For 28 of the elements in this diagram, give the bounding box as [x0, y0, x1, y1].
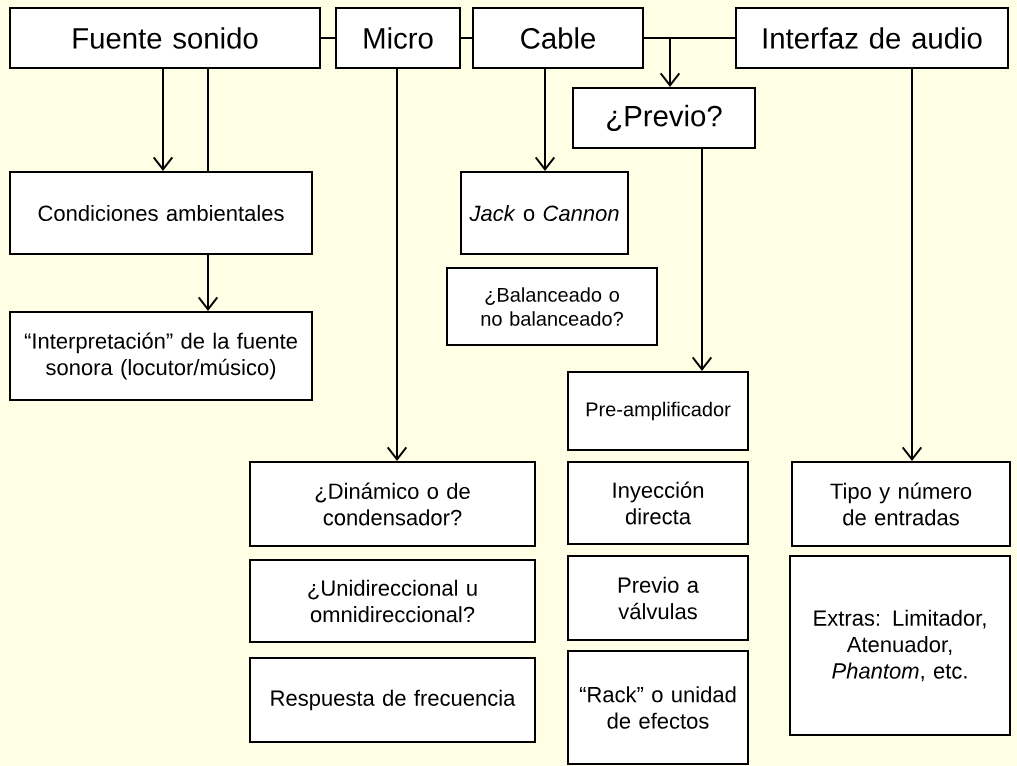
arrow: [386, 68, 408, 461]
process-box: Fuente sonido: [9, 7, 321, 69]
process-box: Jack o Cannon: [460, 171, 629, 255]
arrow: [691, 148, 713, 371]
question-box: ¿Unidireccional u omnidireccional?: [249, 559, 536, 643]
process-box: Interfaz de audio: [735, 7, 1009, 69]
question-box: ¿Dinámico o de condensador?: [249, 461, 536, 547]
arrow: [643, 37, 681, 87]
question-box: ¿Balanceado o no balanceado?: [446, 267, 658, 346]
process-box: Respuesta de frecuencia: [249, 657, 536, 743]
process-box: Cable: [472, 7, 644, 69]
connector-line: [207, 68, 209, 172]
process-box: “Rack” o unidad de efectos: [567, 650, 749, 765]
arrow: [534, 68, 556, 171]
arrow: [197, 254, 219, 311]
question-box: ¿Previo?: [572, 87, 756, 149]
arrow: [901, 68, 923, 461]
process-box: Previo a válvulas: [567, 555, 749, 641]
process-box: Inyección directa: [567, 461, 749, 545]
process-box: Micro: [335, 7, 461, 69]
process-box: “Interpretación” de la fuente sonora (locutor/músico): [9, 311, 313, 401]
connector-line: [320, 37, 336, 39]
process-box: Tipo y número de entradas: [791, 461, 1011, 547]
connector-line: [460, 37, 473, 39]
process-box: Pre-amplificador: [567, 371, 749, 451]
process-box: Condiciones ambientales: [9, 171, 313, 255]
process-box: Extras: Limitador, Atenuador, Phantom, etc.: [789, 555, 1011, 736]
arrow: [152, 68, 174, 171]
